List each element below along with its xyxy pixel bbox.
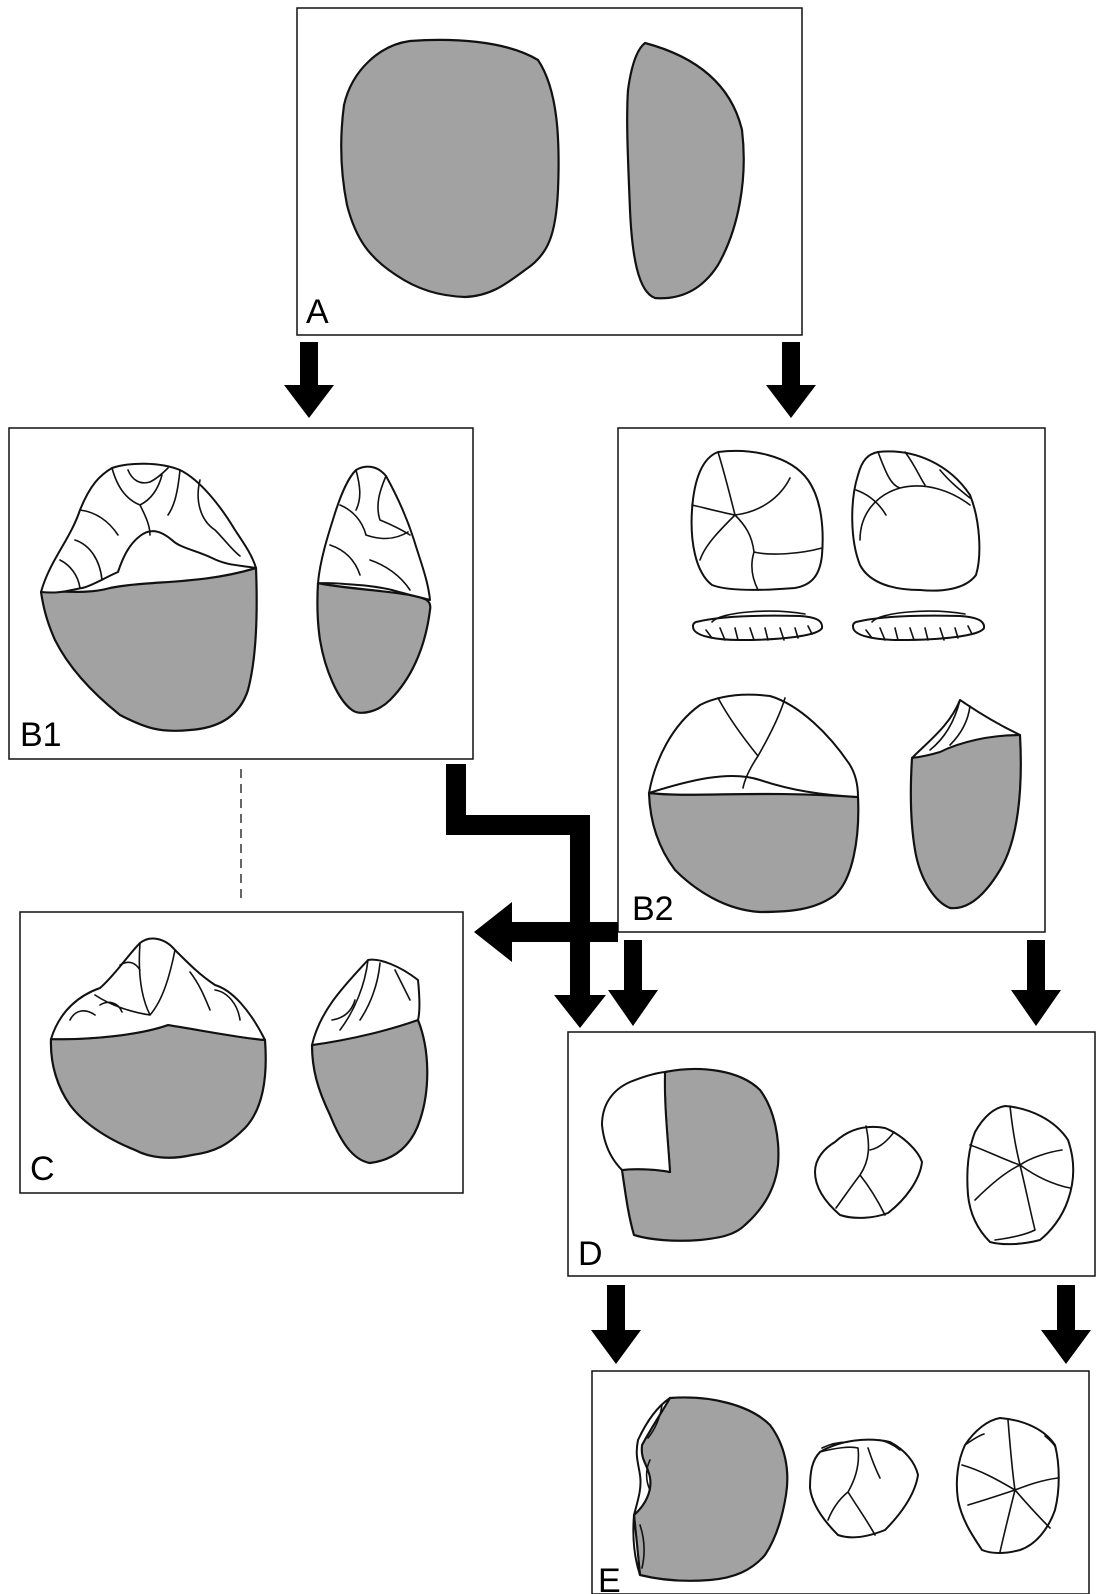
arrow-b2-to-d-left [608,940,658,1026]
b2-flake-profile-1 [691,614,824,641]
panel-c-label: C [30,1150,55,1188]
e-core-retouch [632,1397,671,1576]
panel-b1: B1 [8,427,474,760]
b2-flake-profile-1-scars [705,610,813,641]
arrow-b2-to-d-right [1011,940,1061,1026]
c-side-scars [331,959,411,1031]
b2-blank-side-flake [911,699,1021,759]
arrow-b2-to-c [474,902,618,962]
panel-a: A [296,7,803,336]
b1-face-cortex [39,566,258,732]
b2-core-face-1 [690,449,824,591]
panel-b2: B2 [617,427,1046,933]
d-discoid-core-scars [969,1105,1071,1241]
b2-flake-profile-2-scars [865,610,973,641]
panel-a-label: A [306,293,329,331]
cobble-face-view [340,38,560,299]
b2-core-face-1-scars [691,451,823,591]
panel-d: D [567,1031,1096,1277]
arrow-b1-to-d [446,764,606,1028]
b2-flake-profile-2 [851,614,986,641]
panel-e: E [591,1370,1090,1594]
panel-c: C [19,911,464,1194]
d-core-flake-scar [601,1071,671,1173]
c-face-scars [69,942,241,1021]
b2-core-face-2 [851,450,981,592]
panel-b2-label: B2 [632,890,674,928]
arrow-d-to-e-left [591,1285,641,1364]
e-core-cortex [632,1396,789,1582]
arrow-a-to-b1 [284,342,334,418]
b2-core-face-2-scars [855,451,971,541]
e-small-core-scars [819,1439,901,1536]
arrow-a-to-b2 [766,342,816,418]
e-discoid-core-scars [961,1419,1059,1553]
c-side-flaked-tip [311,958,421,1046]
d-small-core-scars [835,1125,895,1216]
c-face-flaked-tip [50,937,266,1041]
b1-side-flaked-tip [317,465,431,601]
b1-side-scars [329,469,411,591]
b2-blank-face-flakes [648,693,859,798]
b2-blank-face-scars [717,697,786,789]
cobble-side-view [626,41,745,300]
panel-b1-label: B1 [20,716,62,754]
arrow-d-to-e-right [1041,1285,1091,1364]
b1-face-scars [59,467,241,589]
panel-d-label: D [578,1235,603,1273]
b2-blank-face-cortex [647,791,860,914]
e-core-retouch-scars [639,1404,663,1569]
d-small-core [814,1125,923,1219]
panel-e-label: E [598,1562,621,1594]
b2-blank-side-scars [929,699,971,751]
e-small-core [809,1438,919,1539]
d-discoid-core [966,1105,1075,1246]
